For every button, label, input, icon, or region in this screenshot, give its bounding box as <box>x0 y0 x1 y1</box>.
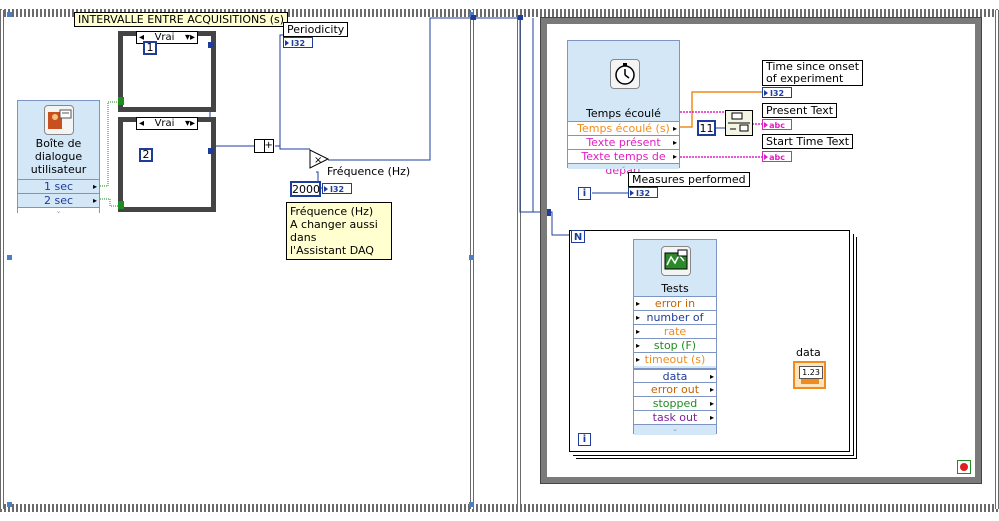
case-structure-top[interactable]: ◂Vrai▾▸ 1 <box>118 31 216 112</box>
for-iteration-terminal[interactable]: i <box>578 433 591 446</box>
elapsed-time-title: Temps écoulé <box>586 107 661 120</box>
tests-input-timeout[interactable]: ▸timeout (s) <box>634 352 716 366</box>
time-since-onset-indicator[interactable]: I32 <box>762 87 792 98</box>
case-selector-bottom[interactable]: ◂Vrai▾▸ <box>136 117 198 130</box>
tests-output-data[interactable]: data▸ <box>634 368 716 383</box>
frequence-control[interactable]: I32 <box>322 183 352 194</box>
while-loop[interactable] <box>540 17 982 484</box>
stop-icon <box>960 463 968 471</box>
elapsed-output-seconds[interactable]: Temps écoulé (s)▸ <box>568 121 679 135</box>
while-iteration-terminal[interactable]: i <box>578 187 591 200</box>
case-selector-terminal <box>118 97 124 105</box>
sequence-left-edge <box>0 10 4 509</box>
daq-icon <box>661 246 691 276</box>
elapsed-output-start-text[interactable]: Texte temps de départ▸ <box>568 149 679 177</box>
elapsed-expand-handle[interactable]: ⌄ <box>568 163 679 170</box>
tests-output-task-out[interactable]: task out▸ <box>634 410 716 424</box>
tests-input-number-of-samples[interactable]: ▸number of samp <box>634 310 716 338</box>
dialog-title-line: Boîte de <box>35 137 82 150</box>
dialog-expand-handle[interactable]: ⌄ <box>18 207 99 215</box>
tests-expand-handle[interactable]: ⌄ <box>634 424 716 435</box>
data-indicator[interactable]: 1.23 <box>793 361 826 389</box>
start-time-text-indicator[interactable]: abc <box>762 151 792 162</box>
dialog-express-vi[interactable]: Boîte de dialogue utilisateur 1 sec▸ 2 s… <box>17 100 100 215</box>
resize-handle[interactable] <box>469 255 474 260</box>
dialog-title-line: dialogue <box>34 150 83 163</box>
sequence-frame-separator-2 <box>517 10 521 509</box>
dialog-icon <box>44 105 74 135</box>
tests-daq-express-vi[interactable]: Tests ▸error in ▸number of samp ▸rate ▸s… <box>633 239 717 435</box>
elapsed-output-present-text[interactable]: Texte présent▸ <box>568 135 679 149</box>
elapsed-time-express-vi[interactable]: Temps écoulé Temps écoulé (s)▸ Texte pré… <box>567 40 680 177</box>
present-text-indicator[interactable]: abc <box>762 119 792 130</box>
multiply-symbol: × <box>314 155 322 166</box>
resize-handle[interactable] <box>469 12 474 17</box>
numeric-constant-11[interactable]: 11 <box>697 120 716 136</box>
intervalle-label: INTERVALLE ENTRE ACQUISITIONS (s) <box>74 12 289 27</box>
case-selector-top[interactable]: ◂Vrai▾▸ <box>136 31 198 44</box>
add-function[interactable]: + <box>254 139 274 153</box>
sequence-tunnel <box>518 15 523 20</box>
numeric-constant-1[interactable]: 1 <box>143 41 157 55</box>
dialog-output-1sec[interactable]: 1 sec▸ <box>18 179 99 193</box>
loop-tunnel <box>544 209 551 216</box>
numeric-constant-2[interactable]: 2 <box>139 148 153 162</box>
frequence-comment: Fréquence (Hz) A changer aussi dans l'As… <box>286 202 392 260</box>
data-label: data <box>796 346 821 359</box>
resize-handle[interactable] <box>7 502 12 507</box>
resize-handle[interactable] <box>7 255 12 260</box>
case-tunnel <box>208 42 214 48</box>
tests-input-stop[interactable]: ▸stop (F) <box>634 338 716 352</box>
sequence-tunnel <box>471 15 476 20</box>
stopwatch-icon <box>610 59 640 89</box>
numeric-constant-2000[interactable]: 2000 <box>290 181 321 197</box>
periodicity-label: Periodicity <box>283 22 349 37</box>
tests-output-stopped[interactable]: stopped▸ <box>634 396 716 410</box>
measures-performed-indicator[interactable]: I32 <box>628 187 658 198</box>
periodicity-indicator[interactable]: I32 <box>283 37 313 48</box>
loop-stop-condition[interactable] <box>957 460 971 474</box>
tests-output-error-out[interactable]: error out▸ <box>634 382 716 396</box>
case-tunnel <box>208 148 214 154</box>
resize-handle[interactable] <box>469 502 474 507</box>
dialog-output-2sec[interactable]: 2 sec▸ <box>18 193 99 207</box>
case-selector-terminal <box>118 201 124 209</box>
for-count-terminal[interactable]: N <box>571 230 585 243</box>
tests-title: Tests <box>661 282 689 295</box>
resize-handle[interactable] <box>7 12 12 17</box>
format-string-function[interactable] <box>725 110 753 136</box>
present-text-label: Present Text <box>762 103 838 118</box>
tests-input-rate[interactable]: ▸rate <box>634 324 716 338</box>
frequence-label: Fréquence (Hz) <box>327 165 411 178</box>
tests-input-error-in[interactable]: ▸error in <box>634 296 716 310</box>
measures-performed-label: Measures performed <box>628 172 750 187</box>
dialog-title-line: utilisateur <box>30 163 87 176</box>
case-structure-bottom[interactable]: ◂Vrai▾▸ 2 <box>118 117 216 212</box>
start-time-text-label: Start Time Text <box>762 134 854 149</box>
time-since-onset-label: Time since onset of experiment <box>762 60 864 86</box>
